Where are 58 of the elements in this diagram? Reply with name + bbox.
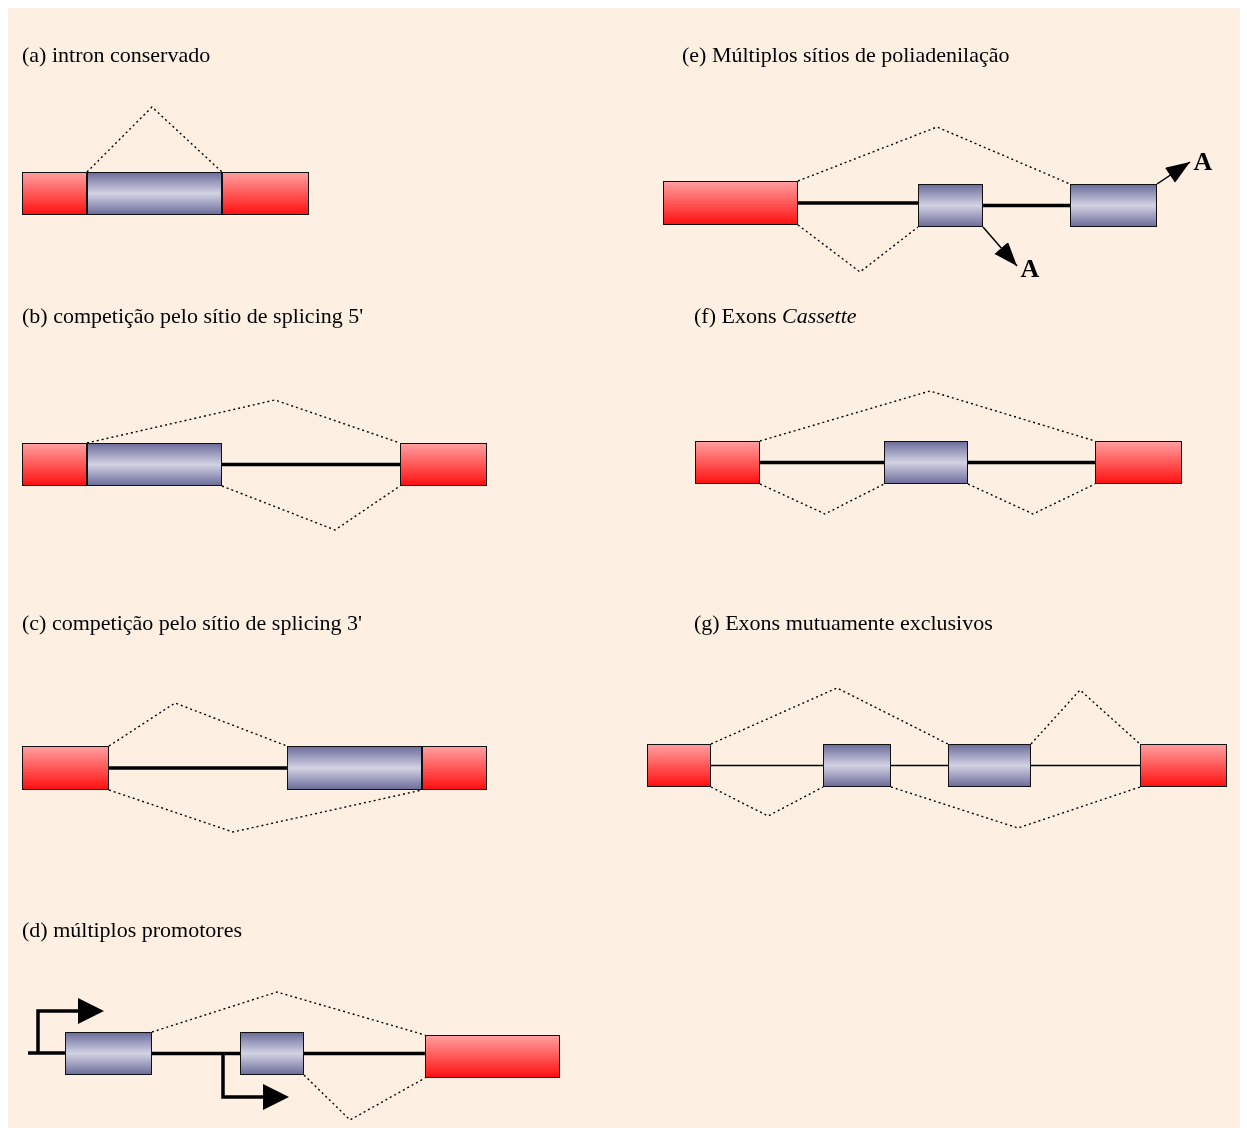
alternative-exon-box [1070,184,1157,227]
intron-line [109,766,287,770]
intron-line [710,764,824,767]
arrow [982,226,1018,267]
intron-line [798,201,918,205]
splice-line [108,702,288,747]
panel-heading: (g) Exons mutuamente exclusivos [694,610,993,636]
splice-line [108,789,423,833]
alternative-exon-box [87,443,222,486]
splice-line [710,786,824,817]
splice-line [1030,689,1141,745]
intron-line [983,203,1070,208]
splice-line [221,485,401,531]
splice-line [151,991,426,1036]
polya-label: A [1017,255,1043,285]
constitutive-exon-box [400,443,487,486]
constitutive-exon-box [695,441,760,484]
splice-line [797,224,919,273]
intron-line [968,460,1095,465]
alternative-exon-box [287,746,422,790]
splice-line [710,687,949,745]
intron-line [890,764,949,767]
constitutive-exon-box [22,172,87,215]
constitutive-exon-box [425,1035,560,1078]
alternative-exon-box [65,1032,152,1075]
intron-line [760,460,884,465]
splice-line [759,483,885,515]
constitutive-exon-box [422,746,487,790]
alternative-exon-box [948,744,1031,787]
constitutive-exon-box [22,746,109,790]
splice-line [86,106,223,173]
intron-line [222,462,400,467]
panel-heading: (f) Exons Cassette [694,303,857,329]
intron-line [152,1051,240,1056]
constitutive-exon-box [663,181,798,225]
intron-line [1030,764,1141,767]
panel-heading: (e) Múltiplos sítios de poliadenilação [682,42,1010,68]
alternative-exon-box [87,172,222,215]
constitutive-exon-box [22,443,87,486]
constitutive-exon-box [1140,744,1227,787]
constitutive-exon-box [222,172,309,215]
splice-line [797,126,1071,185]
intron-line [304,1051,425,1056]
splice-line [303,1074,426,1121]
arrow [1156,161,1191,185]
panel-heading: (c) competição pelo sítio de splicing 3' [22,610,362,636]
constitutive-exon-box [647,744,711,787]
alternative-exon-box [918,184,983,227]
polya-label: A [1190,148,1216,178]
alternative-exon-box [240,1032,304,1075]
constitutive-exon-box [1095,441,1182,484]
panel-heading: (b) competição pelo sítio de splicing 5' [22,303,364,329]
panel-heading: (a) intron conservado [22,42,211,68]
splice-line [967,483,1096,515]
alternative-exon-box [823,744,891,787]
alternative-exon-box [884,441,968,484]
splice-line [890,786,1141,829]
panel-heading: (d) múltiplos promotores [22,917,242,943]
